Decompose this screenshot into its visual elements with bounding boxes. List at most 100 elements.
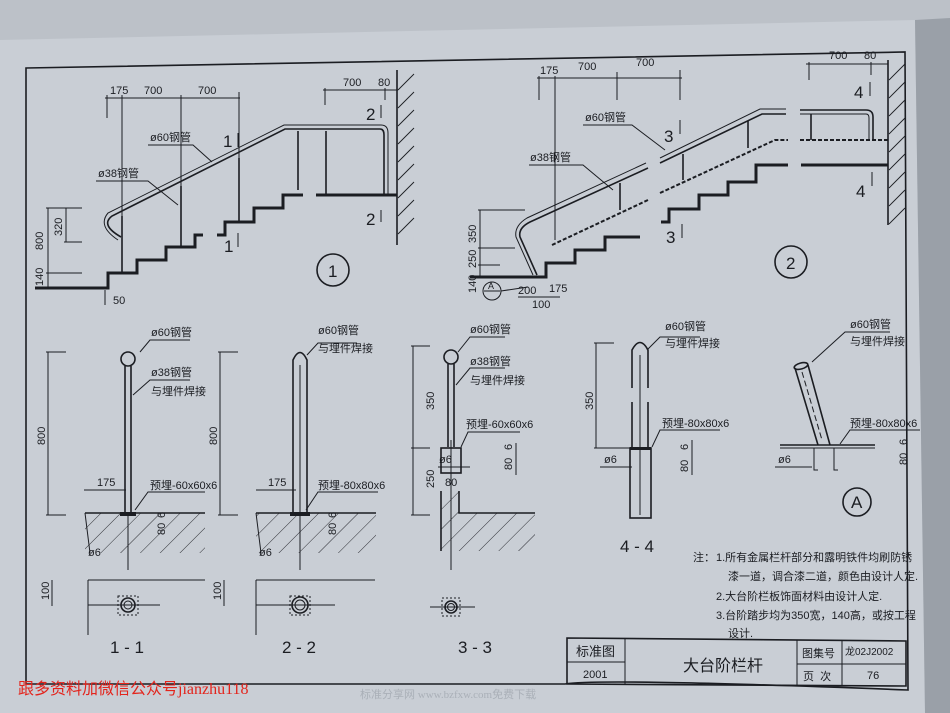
rebar-label: ø6 — [88, 547, 101, 559]
dim-200: 200 — [518, 285, 536, 297]
section-mark-1: 1 — [223, 132, 232, 151]
pipe60-label: ø60钢管 — [850, 317, 891, 331]
dim-700: 700 — [144, 85, 162, 97]
section-1-1: ø60钢管 ø38钢管 与埋件焊接 800 175 预埋-60x60x6 80 … — [36, 325, 217, 657]
section-mark-4: 4 — [854, 83, 863, 102]
dim-700: 700 — [198, 85, 216, 97]
faint-watermark: 标准分享网 www.bzfxw.com免费下载 — [360, 687, 536, 701]
title-block: 标准图 2001 大台阶栏杆 图集号 龙02J2002 页 次 76 — [566, 637, 907, 687]
view-label-2: 2 — [786, 254, 795, 273]
dim-700: 700 — [636, 57, 654, 69]
section-label-2-2: 2 - 2 — [282, 638, 316, 657]
rebar-label: ø6 — [604, 454, 617, 466]
view-2-elevation: 175 700 700 700 80 ø60钢管 ø38钢管 — [467, 50, 906, 311]
detail-ref-a: A — [488, 281, 494, 291]
view-label-1: 1 — [328, 262, 337, 281]
dim-175: 175 — [97, 477, 115, 489]
dim-175: 175 — [549, 283, 567, 295]
pipe60-label: ø60钢管 — [470, 322, 511, 336]
page-label: 页 次 — [803, 669, 831, 683]
rebar-label: ø6 — [778, 454, 791, 466]
weld-label: 与埋件焊接 — [665, 336, 720, 350]
note-line: 3.台阶踏步均为350宽，140高，或按工程 — [716, 608, 916, 622]
note-line: 设计. — [728, 627, 753, 640]
notes-heading: 注： — [693, 550, 715, 564]
height-140: 140 — [467, 275, 479, 293]
embed-80: 80 — [898, 453, 910, 465]
section-label-4-4: 4 - 4 — [620, 537, 654, 556]
height-350: 350 — [425, 392, 437, 410]
height-350: 350 — [467, 225, 479, 243]
wall-hatch — [888, 63, 906, 225]
weld-label: 与埋件焊接 — [850, 334, 905, 348]
dim-100: 100 — [532, 299, 550, 311]
embed-6: 6 — [327, 512, 339, 518]
section-2-2: ø60钢管 与埋件焊接 800 175 预埋-80x80x6 80 6 ø6 1… — [208, 323, 385, 657]
height-250: 250 — [425, 470, 437, 488]
height-800: 800 — [208, 427, 220, 445]
notes: 注： 1.所有金属栏杆部分和露明铁件均刷防锈 漆一道，调合漆二道，颜色由设计人定… — [693, 550, 918, 640]
standard-label: 标准图 — [576, 644, 615, 659]
section-mark-4: 4 — [856, 182, 865, 201]
dim-175: 175 — [540, 65, 558, 77]
atlas-label: 图集号 — [802, 646, 835, 660]
dim-50: 50 — [113, 295, 125, 307]
dim-700: 700 — [343, 77, 361, 89]
embed-6: 6 — [898, 439, 910, 445]
note-line: 2.大台阶栏板饰面材料由设计人定. — [716, 589, 882, 603]
section-mark-2: 2 — [366, 210, 375, 229]
rebar-label: ø6 — [439, 454, 452, 466]
drawing-title: 大台阶栏杆 — [683, 657, 763, 675]
dim-700: 700 — [578, 61, 596, 73]
weld-label: 与埋件焊接 — [470, 373, 525, 387]
page-number: 76 — [867, 670, 879, 682]
embed-6: 6 — [503, 444, 515, 450]
embed-80: 80 — [156, 523, 168, 535]
height-140: 140 — [34, 268, 46, 286]
dim-80: 80 — [378, 77, 390, 89]
section-mark-1: 1 — [224, 237, 233, 256]
note-line: 漆一道，调合漆二道，颜色由设计人定. — [728, 569, 918, 583]
height-250: 250 — [467, 250, 479, 268]
pipe60-label: ø60钢管 — [665, 319, 706, 333]
section-label-3-3: 3 - 3 — [458, 638, 492, 657]
height-320: 320 — [53, 218, 65, 236]
pipe38-label: ø38钢管 — [470, 354, 511, 368]
embed-6: 6 — [156, 512, 168, 518]
weld-label: 与埋件焊接 — [151, 384, 206, 398]
watermark: 跟多资料加微信公众号jianzhu118 — [18, 680, 249, 698]
height-800: 800 — [34, 232, 46, 250]
note-line: 1.所有金属栏杆部分和露明铁件均刷防锈 — [716, 550, 912, 564]
weld-label: 与埋件焊接 — [318, 341, 373, 355]
section-mark-3: 3 — [666, 228, 675, 247]
section-mark-2: 2 — [366, 105, 375, 124]
rebar-label: ø6 — [259, 547, 272, 559]
embed-80: 80 — [327, 523, 339, 535]
embed-80: 80 — [679, 460, 691, 472]
embed-plate-label: 预埋-60x60x6 — [466, 418, 533, 431]
embed-plate-label: 预埋-80x80x6 — [318, 479, 385, 492]
pipe38-label: ø38钢管 — [151, 365, 192, 379]
year: 2001 — [583, 669, 607, 681]
detail-label-a: A — [851, 493, 863, 512]
embed-plate-label: 预埋-80x80x6 — [662, 417, 729, 430]
section-3-3: ø60钢管 ø38钢管 与埋件焊接 350 250 预埋-60x60x6 ø6 … — [411, 322, 535, 657]
embed-6: 6 — [679, 444, 691, 450]
embed-plate-label: 预埋-60x60x6 — [150, 479, 217, 492]
dim-80: 80 — [445, 477, 457, 489]
pipe60-label: ø60钢管 — [151, 325, 192, 339]
pipe60-label: ø60钢管 — [585, 110, 626, 124]
section-4-4: ø60钢管 与埋件焊接 350 预埋-80x80x6 ø6 80 6 4 - 4 — [584, 319, 729, 556]
pipe38-label: ø38钢管 — [98, 166, 139, 180]
dim-80: 80 — [864, 50, 876, 62]
embed-plate-label: 预埋-80x80x6 — [850, 417, 917, 430]
dim-175: 175 — [110, 85, 128, 97]
pipe60-label: ø60钢管 — [150, 130, 191, 144]
pipe38-label: ø38钢管 — [530, 150, 571, 164]
height-800: 800 — [36, 427, 48, 445]
wall-hatch — [397, 73, 415, 235]
embed-80: 80 — [503, 458, 515, 470]
pipe60-label: ø60钢管 — [318, 323, 359, 337]
plan-dim-100: 100 — [40, 582, 52, 600]
